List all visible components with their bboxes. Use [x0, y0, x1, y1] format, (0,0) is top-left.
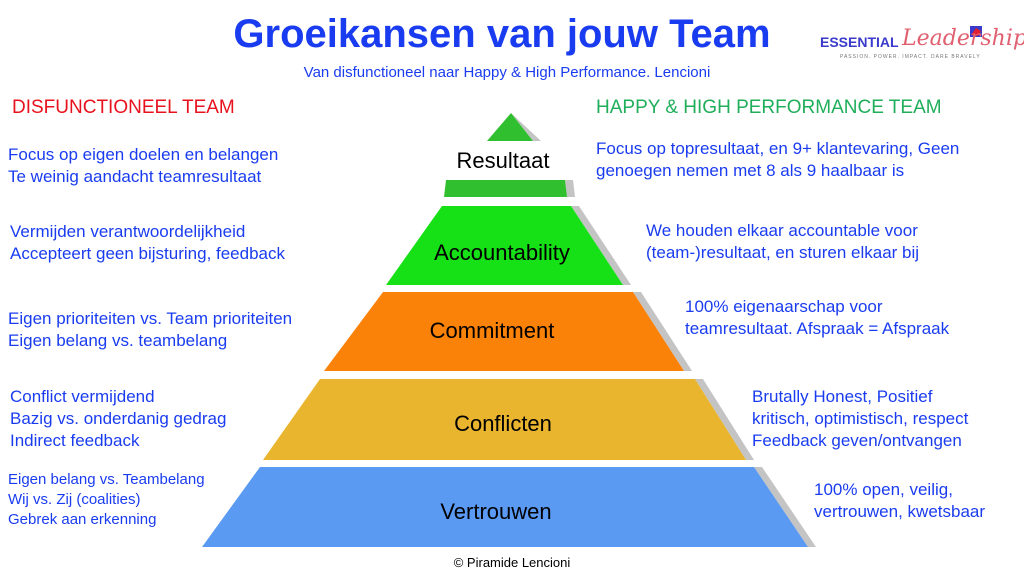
- pyramid-level-vertrouwen: [202, 467, 808, 547]
- pyramid-level-accountability: [386, 206, 623, 285]
- pyramid-level-resultaat-top: [487, 113, 533, 141]
- pyramid-level-conflicten: [263, 379, 746, 460]
- logo: ESSENTIAL Leadership PASSION. POWER. IMP…: [818, 26, 1024, 73]
- level-label-conflicten: Conflicten: [454, 411, 552, 436]
- right-text-accountability: We houden elkaar accountable voor(team-)…: [646, 221, 920, 262]
- left-text-commitment: Eigen prioriteiten vs. Team prioriteiten…: [8, 309, 293, 350]
- level-label-resultaat: Resultaat: [456, 148, 550, 173]
- page-title: Groeikansen van jouw Team: [233, 12, 771, 56]
- logo-mark-icon: [970, 26, 982, 37]
- level-label-accountability: Accountability: [434, 240, 570, 265]
- pyramid-level-commitment: [324, 292, 684, 371]
- right-text-vertrouwen: 100% open, veilig,vertrouwen, kwetsbaar: [814, 480, 986, 521]
- logo-brand: ESSENTIAL: [820, 34, 899, 50]
- right-heading: HAPPY & HIGH PERFORMANCE TEAM: [596, 97, 942, 118]
- shadow: [511, 113, 541, 141]
- pyramid-level-resultaat: [444, 180, 567, 197]
- right-text-resultaat: Focus op topresultaat, en 9+ klantevarin…: [596, 139, 960, 180]
- subtitle: Van disfunctioneel naar Happy & High Per…: [303, 64, 711, 81]
- level-label-commitment: Commitment: [429, 318, 555, 343]
- left-heading: DISFUNCTIONEEL TEAM: [12, 97, 235, 118]
- logo-tagline: PASSION. POWER. IMPACT. DARE BRAVELY: [840, 54, 981, 60]
- copyright: © Piramide Lencioni: [453, 555, 571, 570]
- level-label-vertrouwen: Vertrouwen: [440, 499, 552, 524]
- logo-script: Leadership: [902, 26, 1024, 51]
